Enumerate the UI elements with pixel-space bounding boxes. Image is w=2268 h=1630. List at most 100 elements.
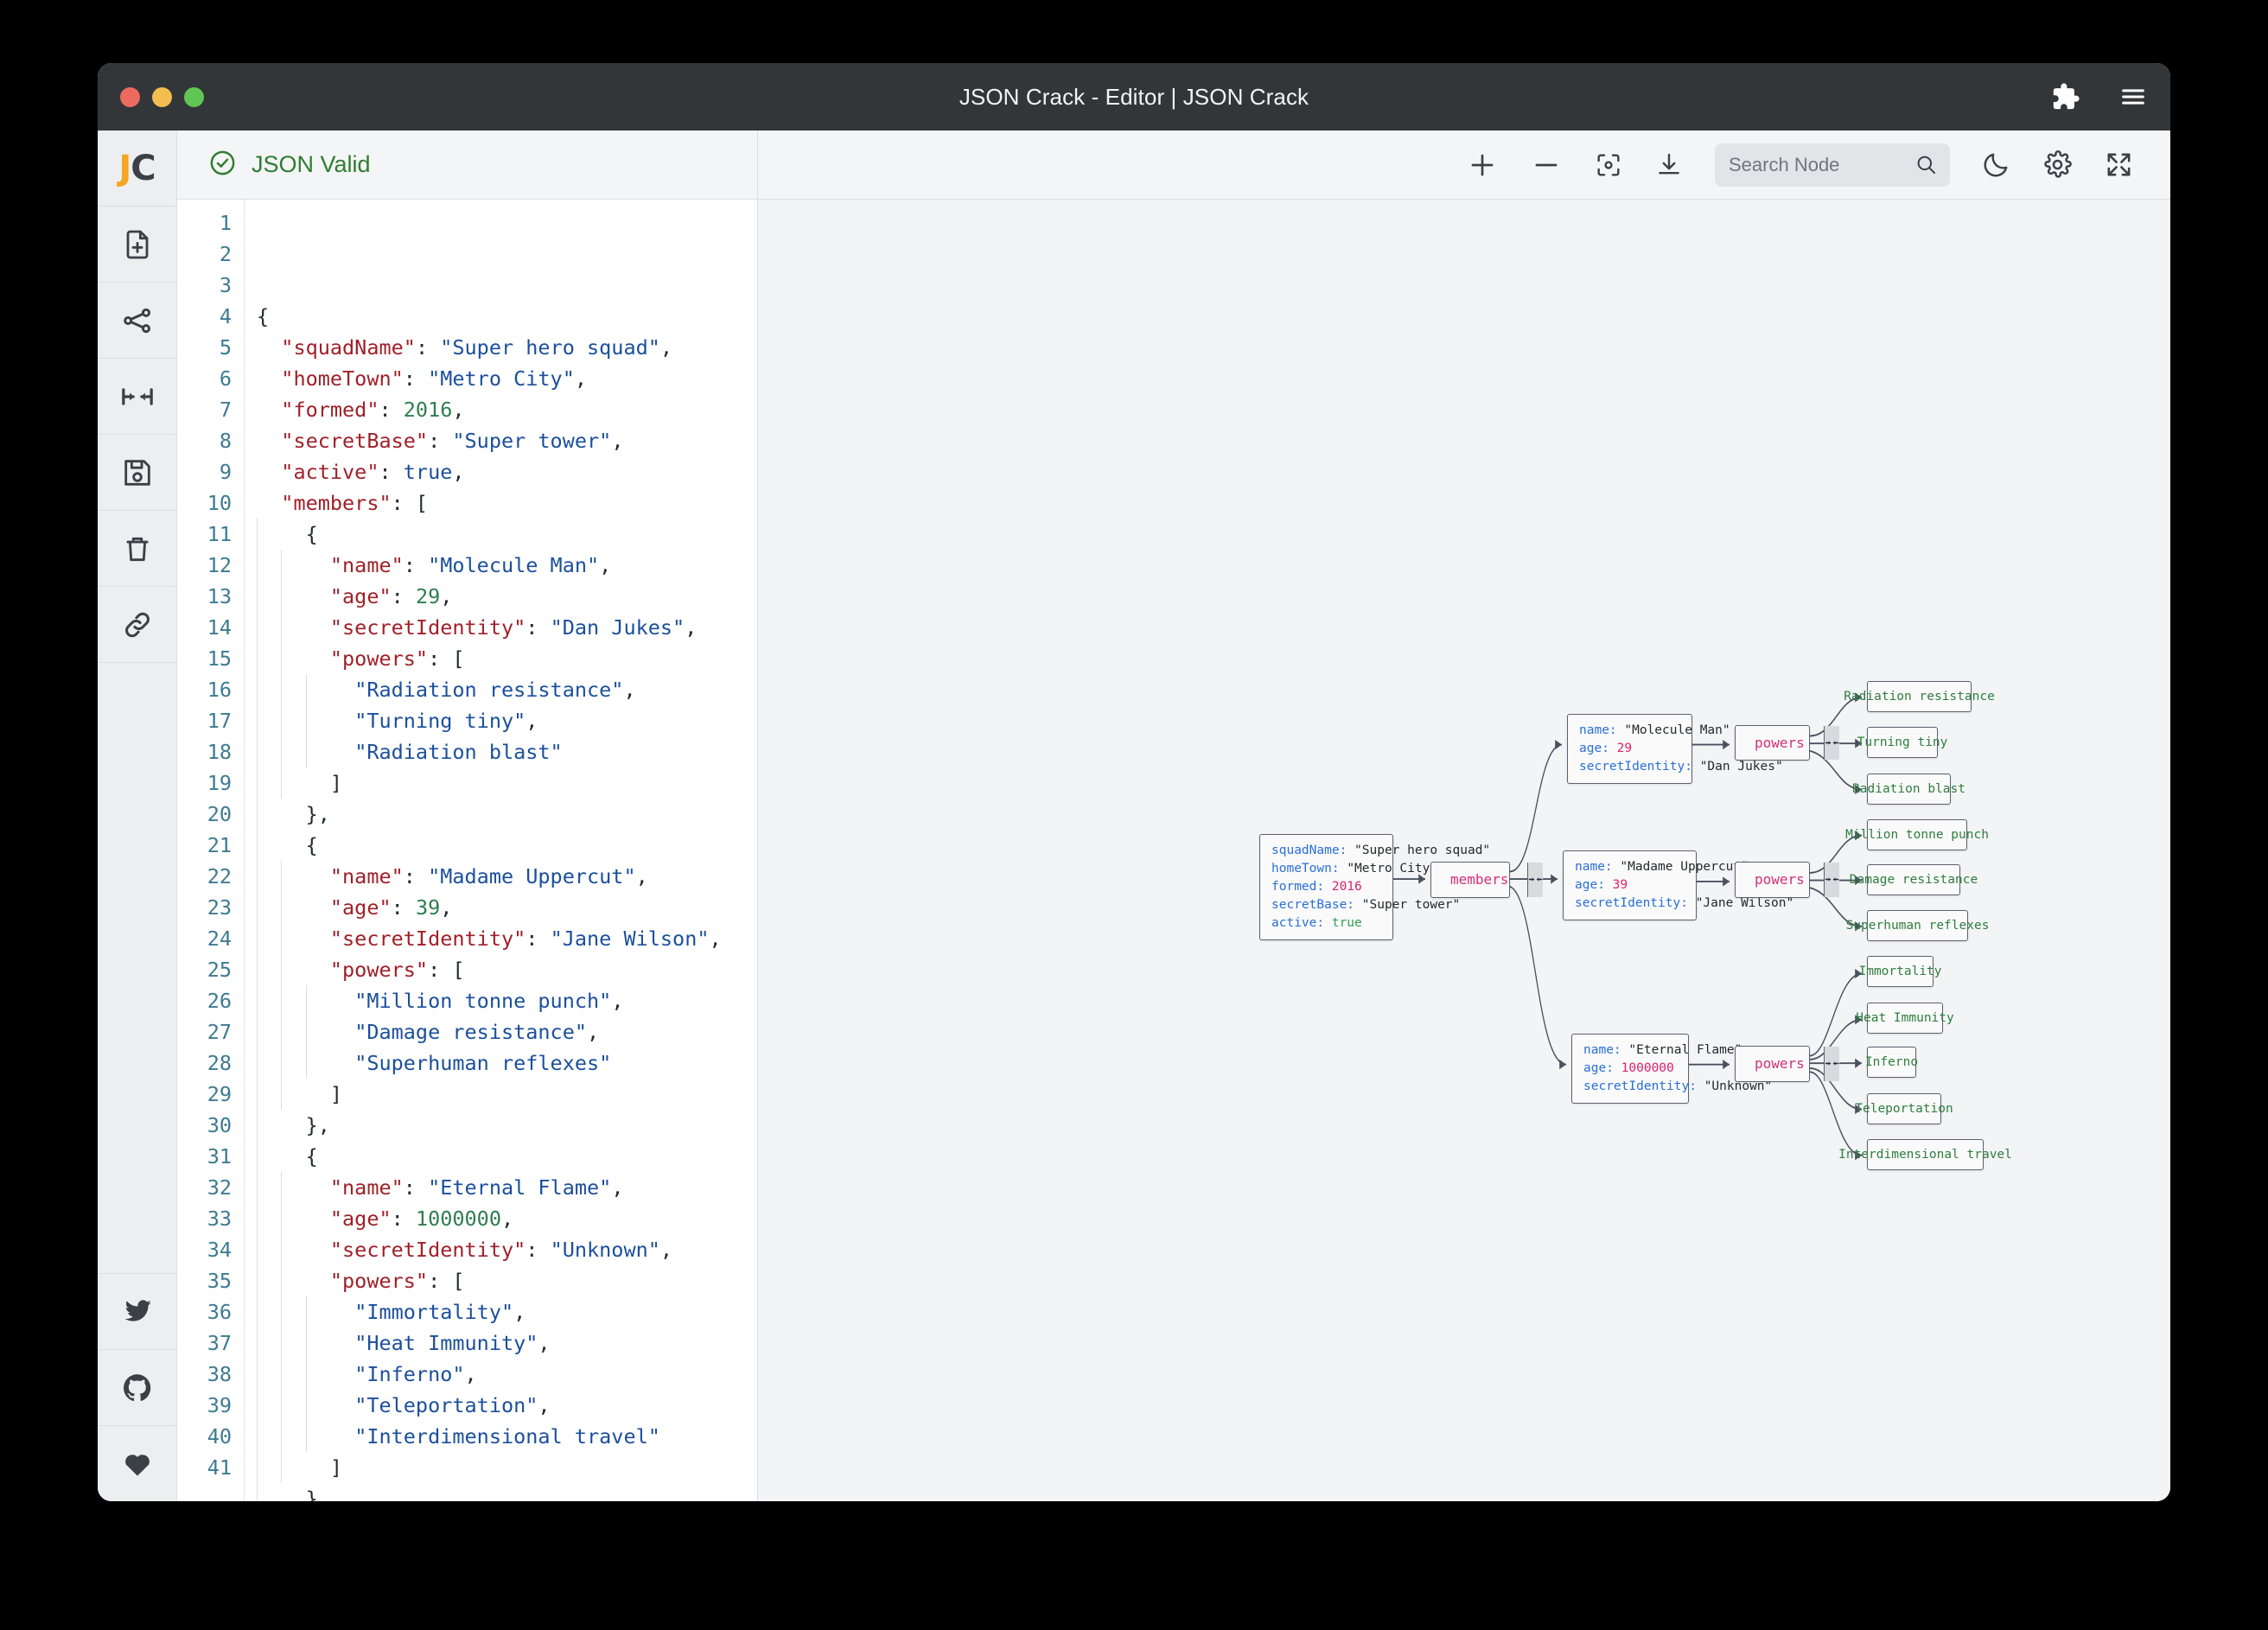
line-number: 29 xyxy=(207,1082,232,1106)
search-icon[interactable] xyxy=(1914,153,1938,176)
gear-icon[interactable] xyxy=(2042,150,2073,180)
search-node-box[interactable] xyxy=(1715,143,1950,187)
collapse-icon[interactable] xyxy=(1527,862,1544,897)
new-file-icon[interactable] xyxy=(98,207,176,283)
code-line: "name": "Molecule Man", xyxy=(257,550,757,581)
code-line: "Damage resistance", xyxy=(257,1016,757,1047)
line-number: 6 xyxy=(219,366,232,391)
graph-node-members[interactable]: members xyxy=(1430,861,1544,898)
graph-leaf-heat-immunity[interactable]: Heat Immunity xyxy=(1856,1002,1954,1034)
line-number: 4 xyxy=(219,304,232,328)
graph-leaf-million-tonne-punch[interactable]: Million tonne punch xyxy=(1845,819,1989,850)
graph-leaf-turning-tiny[interactable]: Turning tiny xyxy=(1857,727,1947,759)
code-line: "Million tonne punch", xyxy=(257,985,757,1016)
line-number: 13 xyxy=(207,584,232,608)
line-number: 15 xyxy=(207,646,232,671)
code-line: { xyxy=(257,519,757,550)
collapse-icon[interactable] xyxy=(1823,862,1839,897)
extensions-icon[interactable] xyxy=(2051,82,2080,111)
line-number: 25 xyxy=(207,958,232,982)
logo-letter-c: C xyxy=(131,148,156,188)
graph-canvas[interactable]: squadName: "Super hero squad"homeTown: "… xyxy=(758,200,2170,1501)
jsoncrack-logo[interactable]: JC xyxy=(98,131,176,207)
check-circle-icon xyxy=(208,149,237,181)
code-line: { xyxy=(257,830,757,861)
line-number: 19 xyxy=(207,771,232,795)
heart-icon[interactable] xyxy=(98,1425,176,1501)
zoom-in-icon[interactable] xyxy=(1466,149,1499,181)
minimize-button[interactable] xyxy=(152,86,172,107)
save-icon[interactable] xyxy=(98,435,176,511)
graph-leaf-superhuman-reflexes[interactable]: Superhuman reflexes xyxy=(1846,910,1989,942)
share-graph-icon[interactable] xyxy=(98,283,176,359)
code-line: "Turning tiny", xyxy=(257,705,757,736)
graph-node-row: secretIdentity: "Jane Wilson" xyxy=(1575,896,1794,910)
line-number: 28 xyxy=(207,1051,232,1075)
graph-leaf-damage-resistance[interactable]: Damage resistance xyxy=(1850,863,1978,895)
code-line: } xyxy=(257,1483,757,1501)
code-line: "name": "Eternal Flame", xyxy=(257,1172,757,1203)
graph-node-row: name: "Molecule Man" xyxy=(1579,723,1730,737)
graph-leaf-label: Radiation resistance xyxy=(1844,690,1995,704)
code-line: "Interdimensional travel" xyxy=(257,1421,757,1452)
graph-edges xyxy=(1393,692,1863,1161)
delete-icon[interactable] xyxy=(98,511,176,587)
code-line: "powers": [ xyxy=(257,954,757,985)
maximize-button[interactable] xyxy=(184,86,204,107)
graph-leaf-inferno[interactable]: Inferno xyxy=(1864,1047,1919,1079)
line-number: 14 xyxy=(207,615,232,640)
center-view-icon[interactable] xyxy=(1594,150,1623,180)
code-line: }, xyxy=(257,799,757,830)
graph-node-powers-2[interactable]: powers xyxy=(1735,861,1839,898)
graph-leaf-interdimensional-travel[interactable]: Interdimensional travel xyxy=(1838,1139,2012,1170)
graph-node-row: secretIdentity: "Unknown" xyxy=(1583,1079,1773,1093)
graph-node-row: age: 29 xyxy=(1579,741,1633,755)
code-line: "name": "Madame Uppercut", xyxy=(257,861,757,892)
link-icon[interactable] xyxy=(98,587,176,663)
line-number: 37 xyxy=(207,1331,232,1355)
rail-spacer xyxy=(98,663,176,1273)
zoom-out-icon[interactable] xyxy=(1530,149,1563,181)
graph-leaf-label: Damage resistance xyxy=(1849,872,1978,887)
graph-node-label: powers xyxy=(1755,734,1805,751)
collapse-nodes-icon[interactable] xyxy=(98,359,176,435)
graph-leaf-teleportation[interactable]: Teleportation xyxy=(1855,1092,1953,1124)
line-number: 39 xyxy=(207,1393,232,1417)
line-number: 2 xyxy=(219,242,232,266)
graph-leaf-immortality[interactable]: Immortality xyxy=(1858,956,1942,988)
download-icon[interactable] xyxy=(1654,150,1684,180)
graph-leaf-radiation-blast[interactable]: Radiation blast xyxy=(1852,773,1965,805)
line-number: 5 xyxy=(219,335,232,360)
graph-node-label: powers xyxy=(1755,1055,1805,1073)
twitter-icon[interactable] xyxy=(98,1273,176,1349)
code-line: "age": 39, xyxy=(257,892,757,923)
graph-leaf-label: Inferno xyxy=(1864,1055,1919,1070)
collapse-icon[interactable] xyxy=(1823,725,1839,761)
close-button[interactable] xyxy=(120,86,140,107)
code-content[interactable]: { "squadName": "Super hero squad", "home… xyxy=(245,200,757,1501)
github-icon[interactable] xyxy=(98,1349,176,1425)
line-number: 31 xyxy=(207,1144,232,1168)
code-line: "Heat Immunity", xyxy=(257,1328,757,1359)
moon-icon[interactable] xyxy=(1981,150,2011,180)
code-line: "Superhuman reflexes" xyxy=(257,1047,757,1079)
browser-menu-icon[interactable] xyxy=(2118,82,2148,111)
code-line: "Radiation blast" xyxy=(257,736,757,767)
graph-leaf-radiation-resistance[interactable]: Radiation resistance xyxy=(1844,681,1995,713)
line-number: 8 xyxy=(219,429,232,453)
search-input[interactable] xyxy=(1729,153,1908,176)
graph-node-row: squadName: "Super hero squad" xyxy=(1271,844,1491,858)
line-number: 35 xyxy=(207,1269,232,1293)
fullscreen-icon[interactable] xyxy=(2104,150,2134,180)
collapse-icon[interactable] xyxy=(1823,1047,1839,1081)
graph-node-powers-1[interactable]: powers xyxy=(1735,724,1839,761)
graph-leaf-label: Interdimensional travel xyxy=(1838,1148,2012,1162)
graph-node-powers-3[interactable]: powers xyxy=(1735,1046,1839,1082)
graph-node-root[interactable]: squadName: "Super hero squad"homeTown: "… xyxy=(1259,834,1490,941)
